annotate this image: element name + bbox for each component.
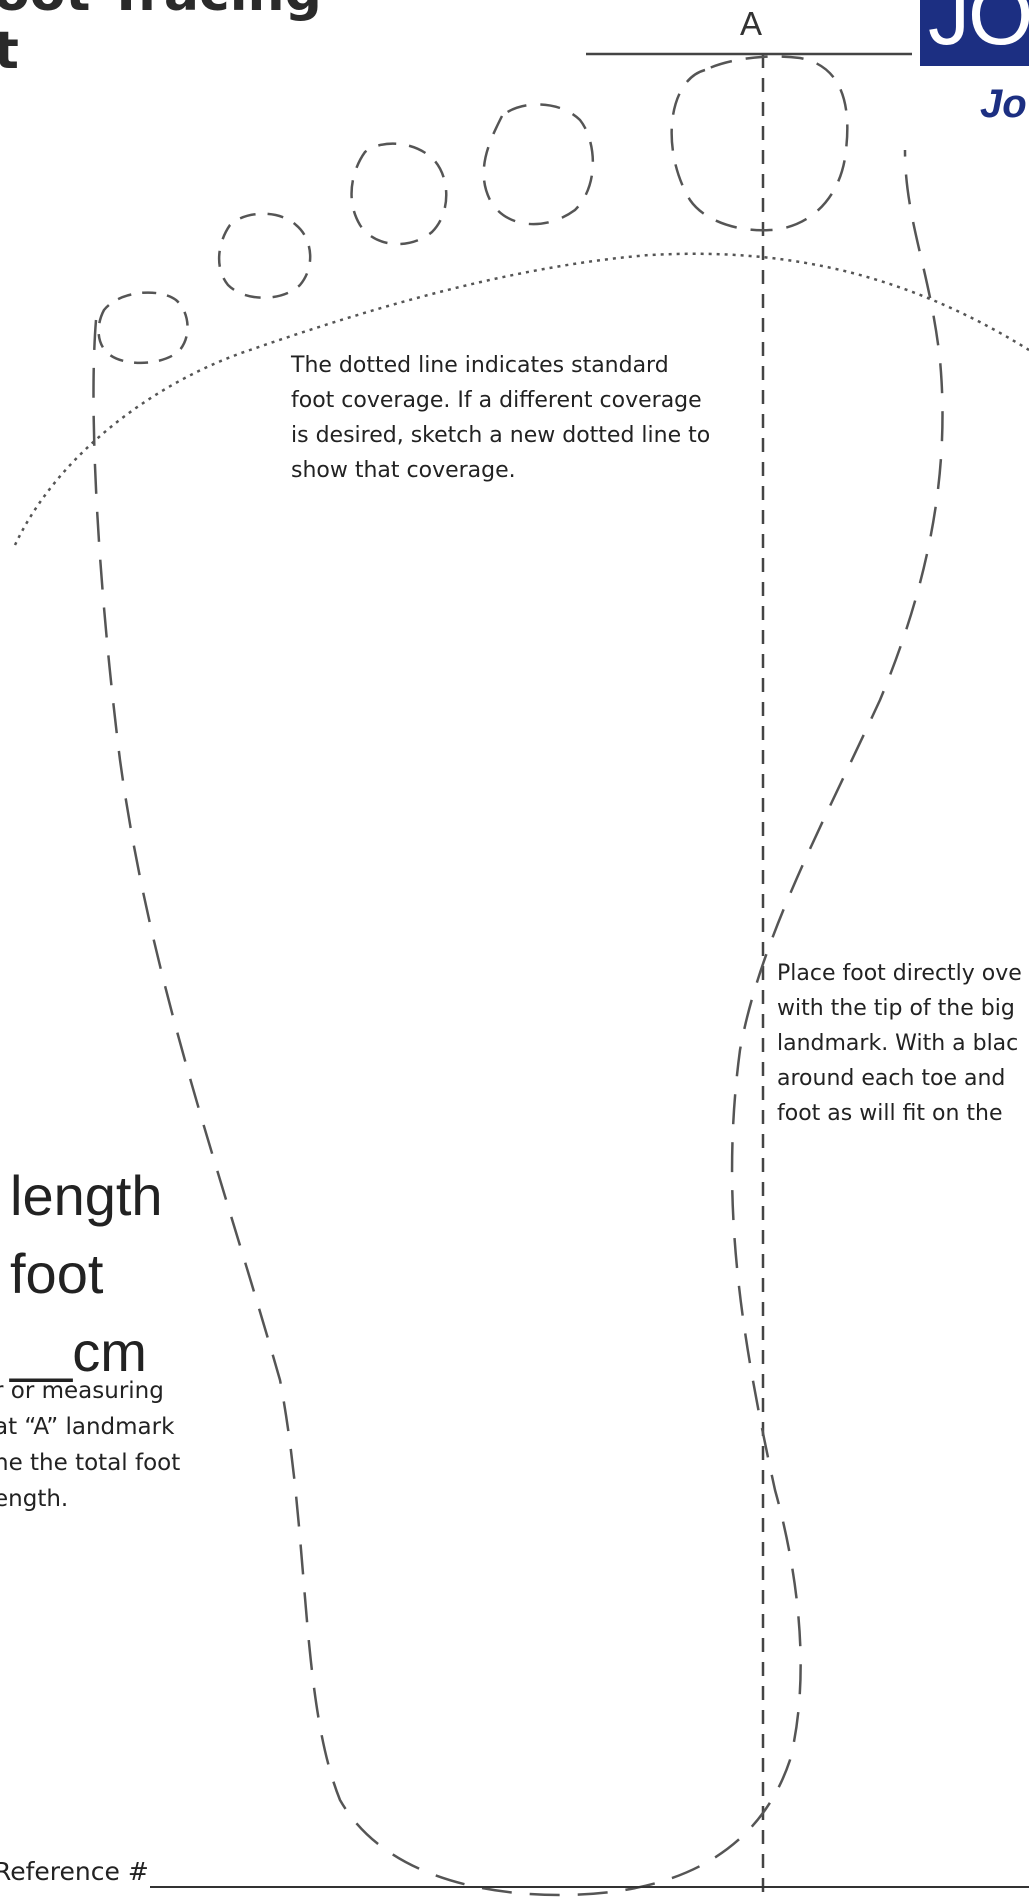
title-line-1: oot Tracing	[0, 0, 322, 22]
measure-line: ne the total foot	[0, 1450, 181, 1476]
placement-instructions: Place foot directly ove with the tip of …	[777, 956, 1029, 1131]
coverage-note-line: The dotted line indicates standard	[291, 353, 669, 378]
title-line-2: t	[0, 21, 19, 81]
coverage-note: The dotted line indicates standard foot …	[291, 348, 751, 488]
toe-4-outline	[217, 212, 312, 299]
toe-3-outline	[350, 142, 448, 246]
toe-5-outline	[97, 291, 189, 365]
coverage-note-line: foot coverage. If a different coverage	[291, 388, 702, 413]
placement-line: around each toe and	[777, 1066, 1006, 1091]
placement-line: with the tip of the big	[777, 996, 1015, 1021]
placement-line: foot as will fit on the	[777, 1101, 1003, 1126]
reference-label: Reference #	[0, 1857, 149, 1886]
length-line: foot	[10, 1242, 104, 1305]
logo-text: JO	[928, 0, 1029, 62]
landmark-a-label: A	[740, 5, 763, 42]
big-toe-outline	[670, 55, 849, 232]
placement-line: landmark. With a blac	[777, 1031, 1019, 1056]
foot-length-heading: length foot __cm	[10, 1157, 163, 1391]
toe-2-outline	[482, 103, 595, 226]
coverage-dotted-line	[13, 252, 1029, 546]
logo-subtext: Jo	[980, 82, 1027, 126]
foot-sole-outline	[92, 149, 944, 1897]
length-line: length	[10, 1164, 163, 1227]
measure-line: r or measuring	[0, 1378, 164, 1404]
brand-logo: JO	[920, 0, 1029, 66]
coverage-note-line: is desired, sketch a new dotted line to	[291, 423, 711, 448]
measuring-instructions: r or measuring at “A” landmark ne the to…	[0, 1373, 180, 1517]
length-cm-field[interactable]: __cm	[10, 1320, 147, 1383]
measure-line: ength.	[0, 1486, 69, 1512]
reference-input-line[interactable]	[150, 1886, 1029, 1888]
measure-line: at “A” landmark	[0, 1414, 175, 1440]
page-title: oot Tracing t	[0, 0, 322, 80]
placement-line: Place foot directly ove	[777, 961, 1022, 986]
coverage-note-line: show that coverage.	[291, 458, 516, 483]
